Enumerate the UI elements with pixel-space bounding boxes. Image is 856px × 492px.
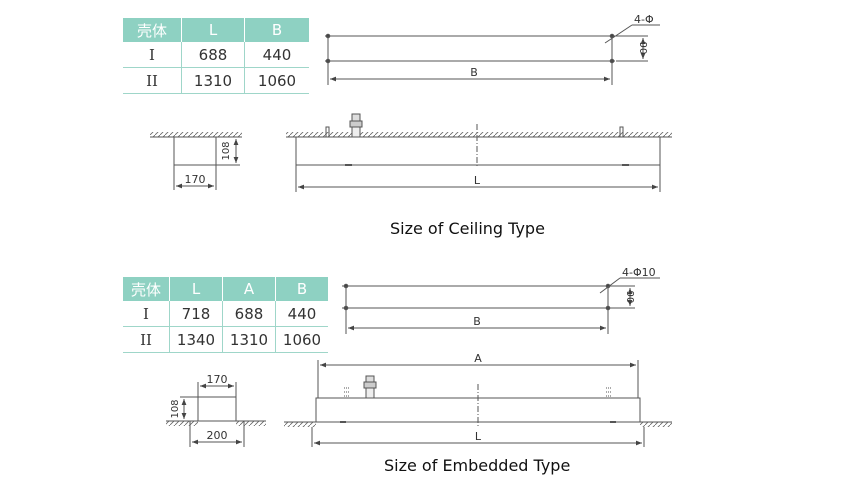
embedded-type-caption: Size of Embedded Type (384, 456, 571, 475)
dimension-l-label: L (474, 174, 481, 187)
hole-label: 4-Φ10 (622, 266, 656, 279)
header-housing: 壳体 (123, 18, 182, 42)
header-l: L (169, 277, 223, 301)
side-bottom-width-label: 200 (207, 429, 228, 442)
embedded-side-view: 170 108 200 (166, 373, 266, 447)
ceiling-top-view: B 4-Φ 90 (325, 13, 660, 85)
dimension-height-label: 90 (624, 291, 635, 304)
header-housing: 壳体 (123, 277, 170, 301)
housing-section (173, 136, 217, 166)
junction-box-icon (349, 113, 363, 138)
housing-body (295, 136, 661, 166)
table-row: II 1310 1060 (123, 67, 309, 94)
embedded-spec-table: 壳体 L A B I 718 688 440 II 1340 1310 1060 (123, 277, 328, 353)
housing-section (197, 396, 237, 422)
header-b: B (275, 277, 328, 301)
ceiling-hatch (166, 421, 198, 426)
table-header-row: 壳体 L B (123, 18, 309, 42)
dimension-b-label: B (470, 66, 478, 79)
value-l: 1340 (169, 326, 223, 353)
hole-label: 4-Φ (634, 13, 654, 26)
table-row: I 688 440 (123, 42, 309, 68)
side-width-label: 170 (185, 173, 206, 186)
table-row: II 1340 1310 1060 (123, 326, 328, 353)
value-b: 1060 (244, 67, 309, 94)
header-b: B (244, 18, 309, 42)
value-b: 440 (244, 42, 309, 68)
ceiling-hatch (286, 132, 672, 137)
ceiling-side-view: 108 170 (150, 132, 242, 190)
table-row: I 718 688 440 (123, 301, 328, 327)
header-a: A (222, 277, 276, 301)
side-top-width-label: 170 (207, 373, 228, 386)
value-a: 1310 (222, 326, 276, 353)
housing-type: I (123, 42, 182, 68)
hanger-bracket (325, 126, 330, 138)
dimension-l-label: L (475, 430, 482, 443)
junction-box-icon (363, 375, 377, 399)
ceiling-type-caption: Size of Ceiling Type (390, 219, 545, 238)
side-height-label: 108 (221, 141, 232, 160)
ceiling-hatch (284, 422, 316, 427)
side-height-label: 108 (170, 399, 181, 418)
clip-icon (344, 387, 350, 397)
housing-type: II (123, 67, 182, 94)
value-l: 688 (181, 42, 245, 68)
value-l: 718 (169, 301, 223, 327)
leader-line (599, 277, 621, 294)
ceiling-hatch (150, 132, 242, 137)
dimension-a-label: A (474, 352, 482, 365)
value-l: 1310 (181, 67, 245, 94)
dimension-height-label: 90 (637, 42, 648, 55)
clip-icon (606, 387, 612, 397)
ceiling-hatch (640, 422, 672, 427)
ceiling-front-view: L (286, 113, 672, 192)
embedded-top-view: B 4-Φ10 90 (342, 266, 660, 334)
header-l: L (181, 18, 245, 42)
value-b: 1060 (275, 326, 328, 353)
ceiling-hatch (236, 421, 266, 426)
leader-line (604, 24, 633, 44)
ceiling-spec-table: 壳体 L B I 688 440 II 1310 1060 (123, 18, 309, 94)
value-a: 688 (222, 301, 276, 327)
dimension-b-label: B (473, 315, 481, 328)
housing-type: II (123, 326, 170, 353)
hanger-bracket (619, 126, 624, 138)
housing-type: I (123, 301, 170, 327)
value-b: 440 (275, 301, 328, 327)
embedded-front-view: A L (284, 352, 672, 447)
table-header-row: 壳体 L A B (123, 277, 328, 301)
